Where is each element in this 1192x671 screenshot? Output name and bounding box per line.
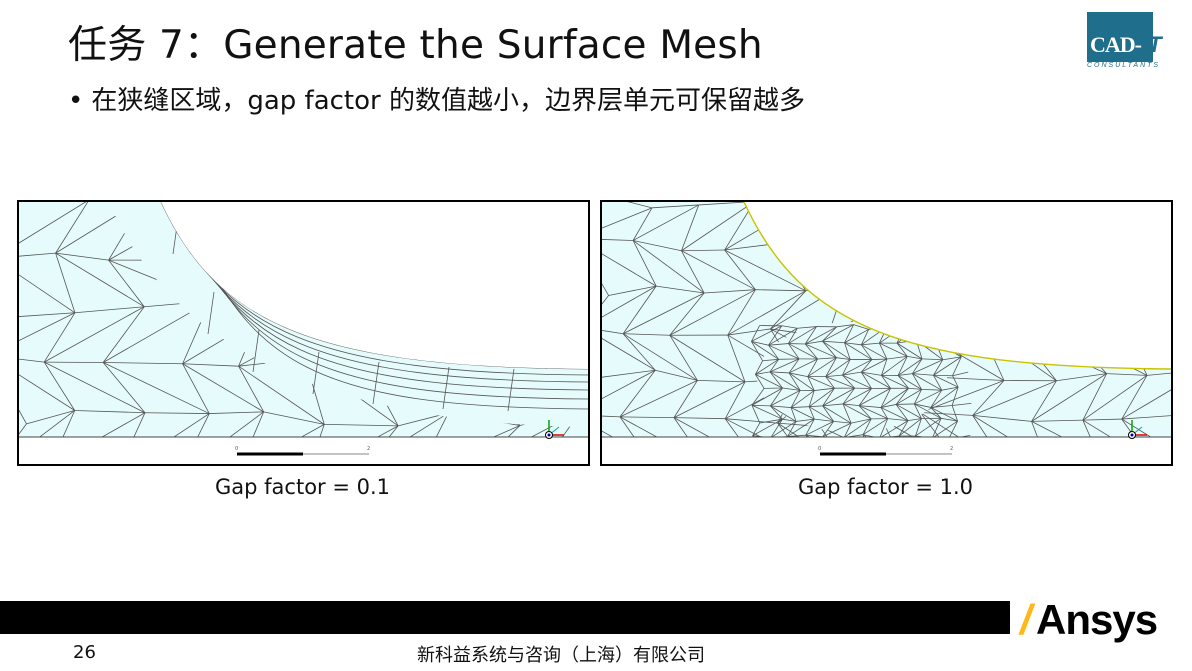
caption-gap-1-0: Gap factor = 1.0 bbox=[798, 475, 974, 499]
footer-band bbox=[0, 601, 1010, 634]
bullet-text: 在狭缝区域，gap factor 的数值越小，边界层单元可保留越多 bbox=[91, 86, 805, 116]
slide-title: 任务 7：Generate the Surface Mesh bbox=[68, 23, 763, 68]
caption-gap-0-1: Gap factor = 0.1 bbox=[215, 475, 391, 499]
mesh-region bbox=[602, 202, 1171, 437]
company-name: 新科益系统与咨询（上海）有限公司 bbox=[417, 645, 705, 666]
axis-triad-icon bbox=[1128, 420, 1147, 439]
ansys-slash-mark: / bbox=[1020, 596, 1032, 643]
page-number: 26 bbox=[73, 642, 96, 663]
bullet-marker: • bbox=[68, 86, 84, 116]
scale-max-label: 2 bbox=[367, 446, 370, 452]
ansys-brand-text: Ansys bbox=[1036, 596, 1158, 643]
axis-triad-icon bbox=[545, 420, 564, 439]
scale-min-label: 0 bbox=[235, 446, 238, 452]
boundary-highlight bbox=[743, 202, 1171, 370]
scale-max-label: 2 bbox=[950, 446, 953, 452]
bullet-point: •在狭缝区域，gap factor 的数值越小，边界层单元可保留越多 bbox=[68, 80, 805, 117]
scale-min-label: 0 bbox=[818, 446, 821, 452]
